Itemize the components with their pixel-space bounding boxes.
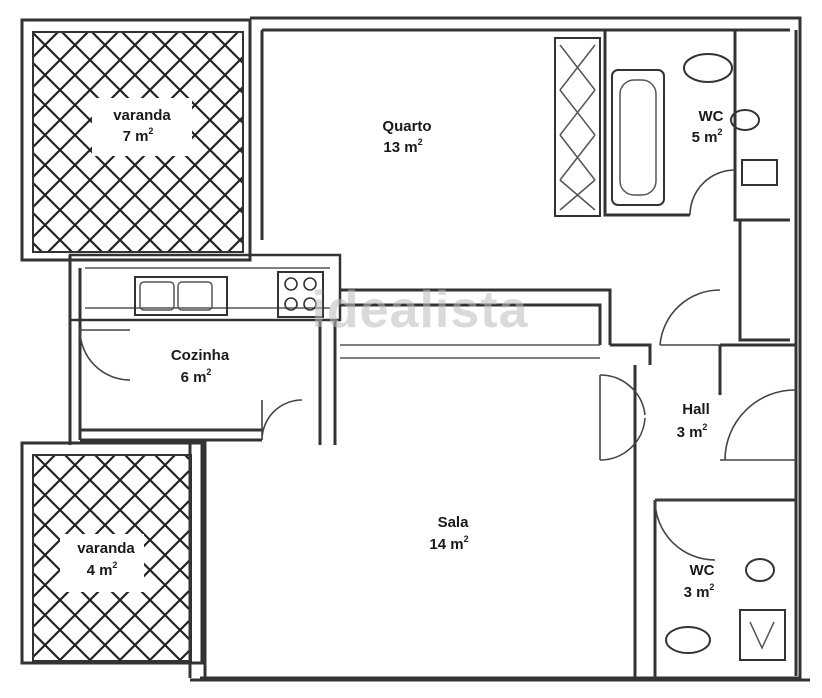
room-name: WC bbox=[690, 562, 715, 579]
interior-walls bbox=[68, 30, 796, 678]
label-sala: Sala 14 m2 bbox=[429, 514, 469, 553]
room-area: 6 m2 bbox=[181, 367, 212, 386]
watermark: idealista bbox=[311, 281, 528, 339]
label-varanda-top: varanda 7 m2 bbox=[113, 107, 171, 145]
room-name: WC bbox=[699, 108, 724, 125]
room-name: Quarto bbox=[382, 118, 431, 135]
doors bbox=[79, 169, 797, 561]
room-area: 5 m2 bbox=[692, 127, 723, 146]
room-name: Sala bbox=[438, 514, 470, 531]
room-name: varanda bbox=[77, 540, 135, 557]
label-varanda-bottom: varanda 4 m2 bbox=[77, 540, 135, 579]
kitchen-stove bbox=[277, 271, 324, 318]
balcony-top bbox=[20, 18, 252, 262]
label-hall: Hall 3 m2 bbox=[677, 401, 710, 441]
label-cozinha: Cozinha 6 m2 bbox=[171, 347, 230, 386]
room-area: 4 m2 bbox=[87, 560, 118, 579]
room-area: 3 m2 bbox=[677, 422, 708, 441]
room-name: Cozinha bbox=[171, 347, 230, 364]
room-area: 13 m2 bbox=[383, 137, 422, 156]
room-area: 3 m2 bbox=[684, 582, 715, 601]
label-quarto: Quarto 13 m2 bbox=[382, 118, 431, 156]
outer-walls bbox=[68, 16, 810, 682]
kitchen-sink bbox=[134, 276, 228, 316]
label-wc-bottom: WC 3 m2 bbox=[684, 562, 715, 601]
room-area: 7 m2 bbox=[123, 126, 154, 145]
room-name: varanda bbox=[113, 107, 171, 124]
label-wc-top: WC 5 m2 bbox=[692, 108, 724, 146]
room-area: 14 m2 bbox=[429, 534, 468, 553]
room-name: Hall bbox=[682, 401, 710, 418]
